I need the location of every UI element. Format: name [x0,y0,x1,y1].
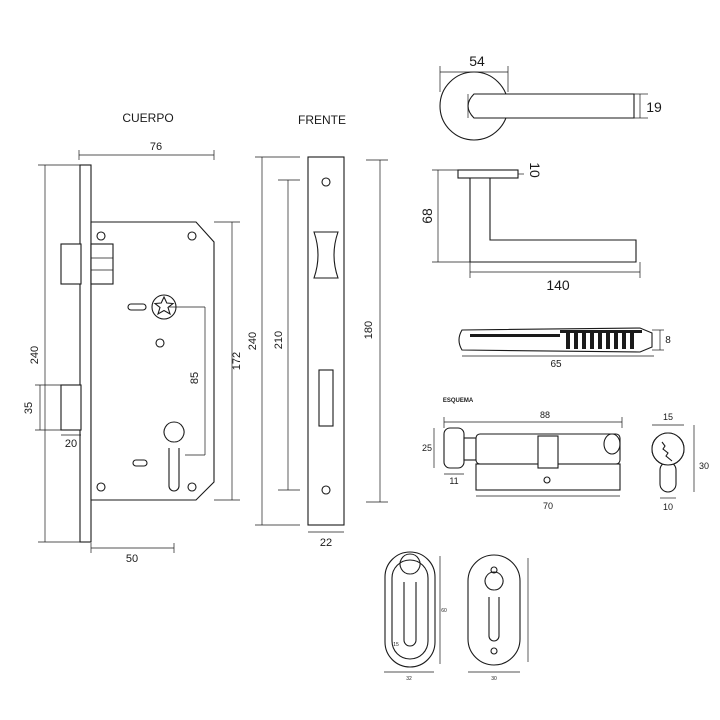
dim-60: 60 [441,608,447,614]
dim-50: 50 [126,553,138,565]
dim-35: 35 [23,402,35,414]
cylinder-hole [163,421,185,492]
dim-76: 76 [150,141,162,153]
dim-210: 210 [273,331,285,349]
dim-180: 180 [363,321,375,339]
dim-15-esc: 15 [393,642,399,648]
dim-25: 25 [422,443,432,453]
escutcheon-2-keyhole [484,571,504,642]
screw-hole [187,482,197,492]
slot [132,459,148,467]
latch-bolt [60,243,82,285]
lever-side-view: 10 68 140 [419,162,641,293]
dim-22: 22 [320,537,332,549]
front-plate-view: FRENTE 240 210 180 22 [247,113,388,549]
cylinder-knob-neck [463,437,477,461]
dim-85: 85 [189,372,201,384]
dim-30: 30 [699,461,709,471]
dim-8: 8 [665,335,671,346]
latch-opening [313,231,339,279]
dim-65: 65 [550,359,562,370]
follower-star-icon [153,295,175,316]
escutcheon-1-keyhole [399,553,421,647]
dim-68: 68 [419,208,435,224]
escutcheon-2-plate [467,554,521,666]
dim-19: 19 [646,99,662,115]
screw-hole [96,231,106,241]
body-faceplate [79,164,92,543]
dim-240-body: 240 [29,346,41,364]
slot [127,303,147,311]
screw-hole [490,647,498,655]
escutcheon-1-plate [384,551,436,668]
dim-54: 54 [469,53,485,69]
dim-10-cyl: 10 [663,502,673,512]
rose-view: 54 19 [439,53,662,141]
screw-hole [490,566,498,574]
cylinder-knob [443,427,465,469]
lock-body-view: CUERPO 76 240 35 20 [23,111,243,565]
latch-tail [90,243,114,285]
bolt-opening [318,369,334,427]
dim-88: 88 [540,410,550,420]
dead-bolt [60,384,82,431]
dim-70: 70 [543,501,553,511]
frente-label: FRENTE [298,113,346,127]
key-entry [603,433,621,455]
key-view: 8 65 [458,327,671,370]
cylinder-view: ESQUEMA 88 25 11 70 15 30 10 [422,398,709,512]
screw-hole [543,476,551,484]
screw-hole [321,485,331,495]
dim-10: 10 [527,162,543,178]
lever-rose-side [457,169,519,179]
cylinder-front-tail [659,461,677,493]
screw-hole [155,338,165,348]
dim-15: 15 [663,412,673,422]
dim-240-front: 240 [247,332,259,350]
cylinder-cam [537,435,559,469]
dim-30-esc: 30 [491,676,497,682]
dim-20: 20 [65,438,77,450]
keyway-icon [661,441,673,462]
dim-32: 32 [406,676,412,682]
dim-11: 11 [449,476,458,486]
lever-handle-side [469,177,637,263]
key-grip [560,330,642,349]
screw-hole [96,482,106,492]
dim-140: 140 [546,277,570,293]
body-case [90,221,215,501]
escutcheon-2: 30 [467,554,529,682]
front-plate [307,156,345,526]
dim-172: 172 [231,352,243,370]
screw-hole [321,177,331,187]
esquema-label: ESQUEMA [443,398,474,404]
lever-top [467,93,635,119]
cuerpo-label: CUERPO [122,111,173,125]
escutcheon-1: 32 60 15 [384,551,447,682]
screw-hole [187,231,197,241]
